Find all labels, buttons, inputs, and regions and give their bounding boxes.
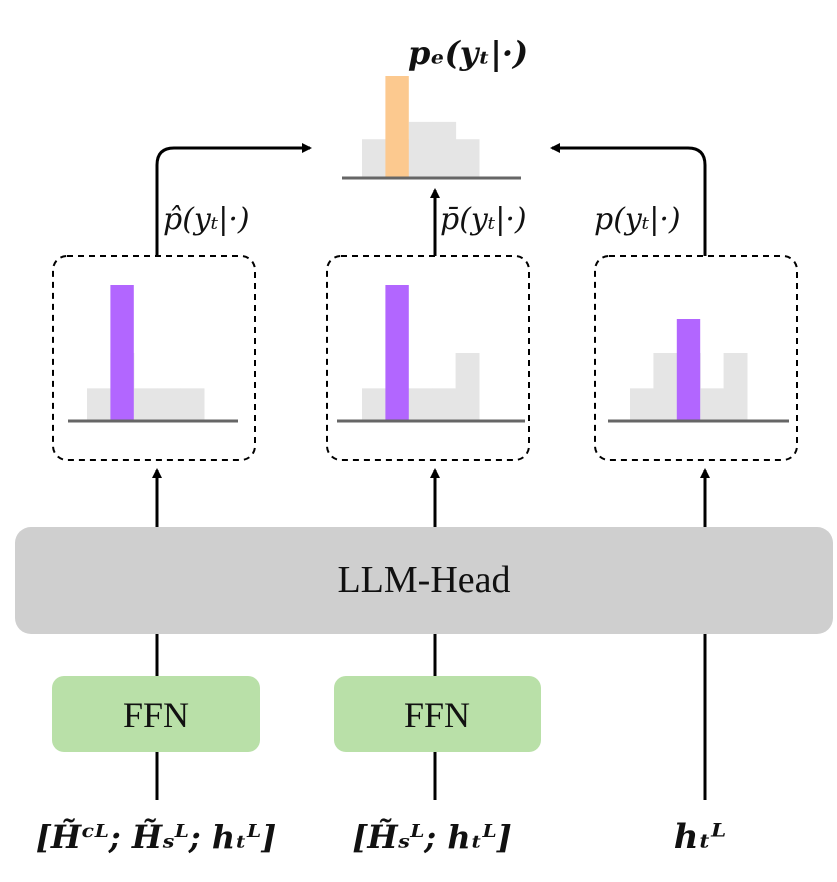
- input-label-middle: [H̃ₛᴸ; hₜᴸ]: [352, 818, 512, 856]
- dist-label-left: p̂(yₜ|·): [163, 202, 250, 237]
- hist-bar-gray: [723, 353, 748, 421]
- input-label-left: [H̃ᶜᴸ; H̃ₛᴸ; hₜᴸ]: [36, 818, 277, 856]
- hist-bar-orange: [385, 76, 409, 178]
- input-label-right: hₜᴸ: [674, 817, 726, 857]
- hist-bar-gray: [133, 388, 158, 421]
- hist-bar-gray: [700, 388, 725, 421]
- ffn-middle-label: FFN: [404, 695, 470, 735]
- hist-bar-gray: [180, 388, 205, 421]
- arrow-left-to-ensemble: [155, 143, 312, 256]
- hist-bar-gray: [362, 139, 386, 178]
- histogram-left: [68, 285, 238, 423]
- hist-bar-purple: [110, 285, 134, 421]
- ffn-middle-box: [334, 676, 541, 752]
- ffn-left-label: FFN: [123, 695, 189, 735]
- hist-bar-gray: [408, 388, 433, 421]
- histogram-ensemble: [342, 76, 521, 180]
- hist-bar-purple: [385, 285, 409, 421]
- dist-label-ensemble: pₑ(yₜ|·): [408, 34, 528, 72]
- hist-bar-gray: [432, 388, 457, 421]
- llm-head-label: LLM-Head: [337, 559, 510, 601]
- hist-bar-gray: [87, 388, 111, 421]
- hist-bar-gray: [455, 353, 480, 421]
- hist-bar-gray: [408, 121, 433, 178]
- arrow-right-to-ensemble: [550, 143, 707, 256]
- hist-bar-gray: [432, 121, 457, 178]
- hist-bar-purple: [676, 319, 701, 421]
- hist-bar-gray: [455, 139, 480, 178]
- llm-head-box: [15, 527, 833, 634]
- ffn-left-box: [52, 676, 260, 752]
- histogram-middle: [337, 285, 525, 423]
- histogram-right: [608, 319, 789, 423]
- dist-label-right: p(yₜ|·): [594, 202, 681, 237]
- hist-bar-gray: [630, 388, 654, 421]
- hist-left-box: [52, 255, 256, 461]
- hist-bar-gray: [362, 388, 386, 421]
- hist-middle-box: [326, 255, 530, 461]
- hist-bar-gray: [157, 388, 182, 421]
- dist-label-middle: p̄(yₜ|·): [440, 202, 527, 237]
- hist-bar-gray: [653, 353, 678, 421]
